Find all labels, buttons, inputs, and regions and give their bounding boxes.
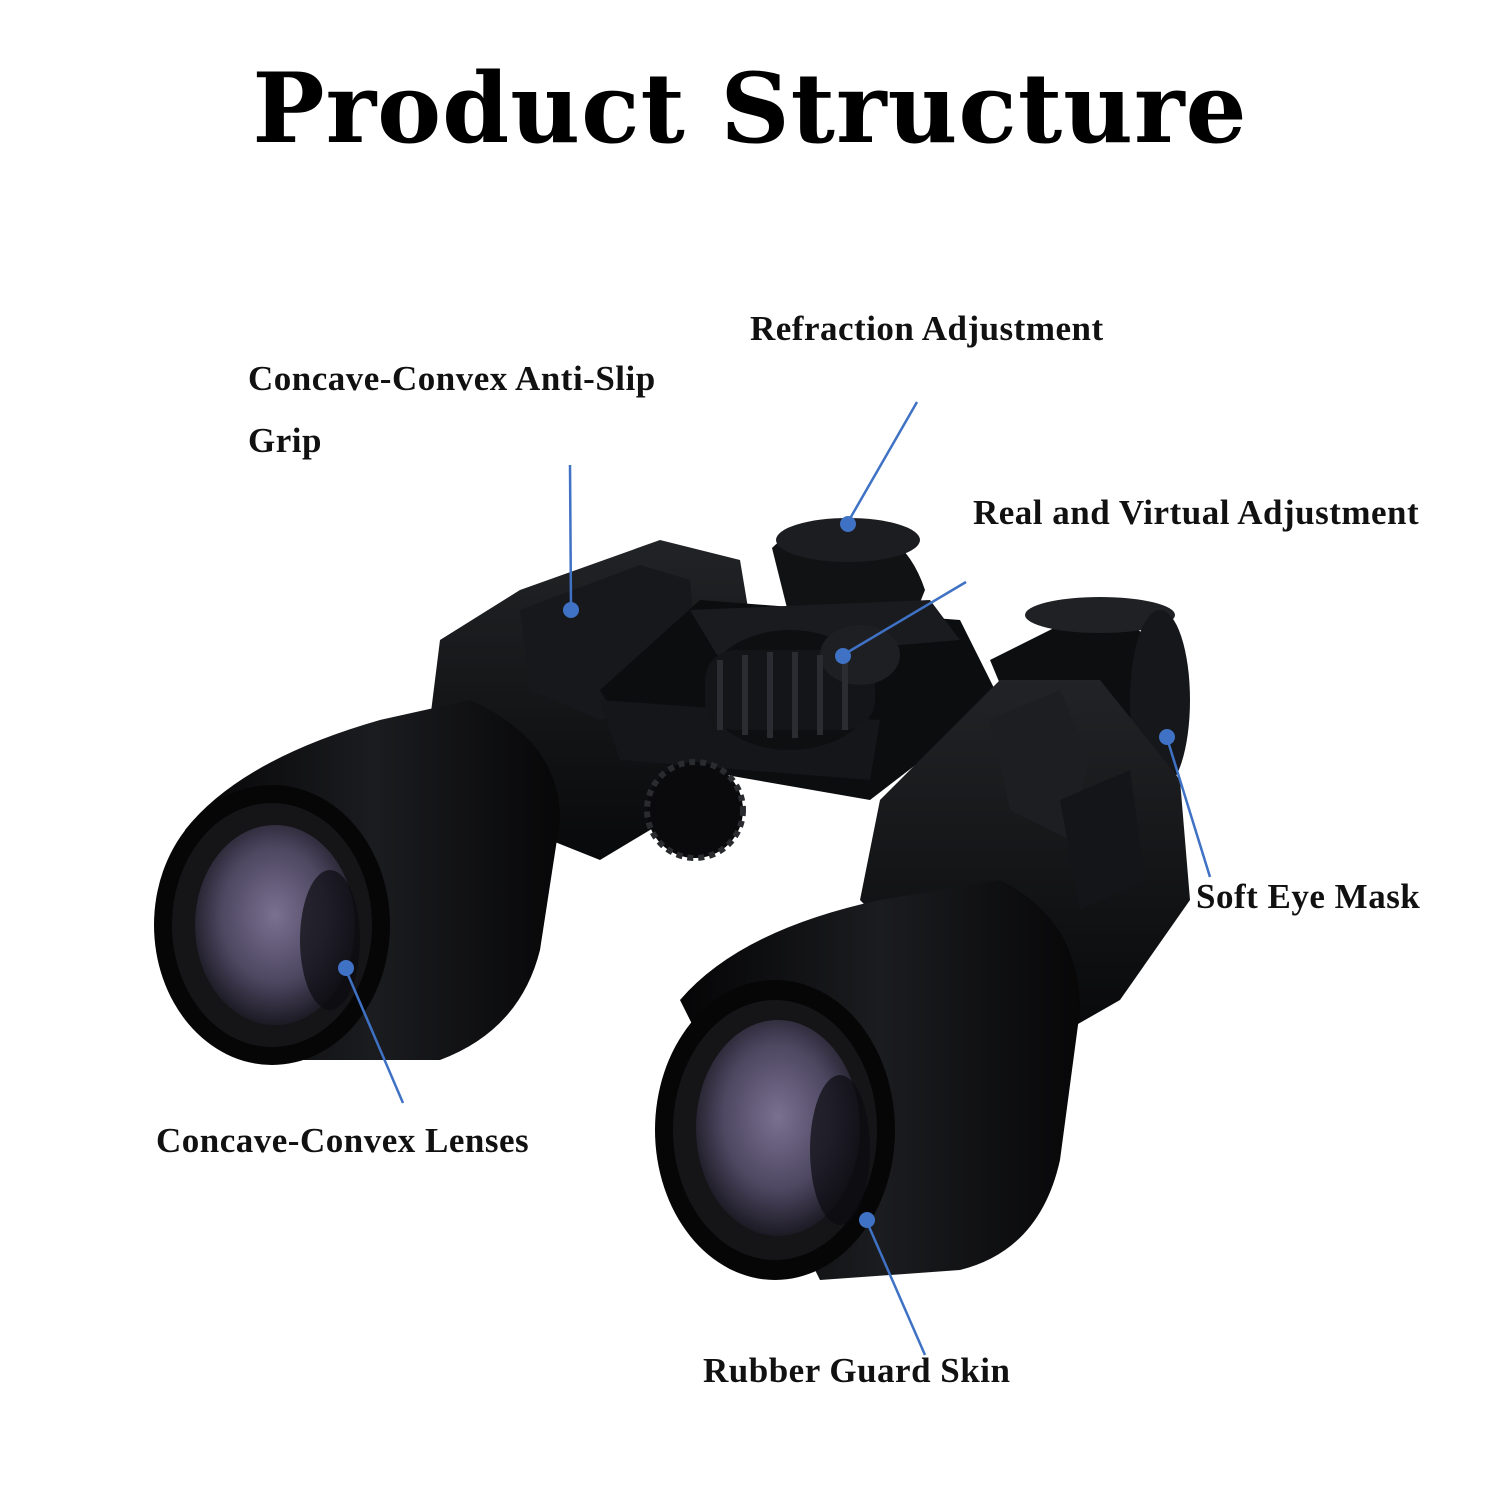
leader-dot-rubber-skin — [859, 1212, 875, 1228]
binoculars — [154, 518, 1190, 1280]
label-rubber-guard-skin: Rubber Guard Skin — [703, 1350, 1010, 1392]
leader-dot-refraction — [840, 516, 856, 532]
leader-dot-eye-mask — [1159, 729, 1175, 745]
leader-dot-grip — [563, 602, 579, 618]
label-anti-slip-grip: Concave-Convex Anti-Slip Grip — [248, 348, 738, 472]
leader-dot-lenses — [338, 960, 354, 976]
hinge-knob — [647, 762, 743, 858]
leader-dot-real-virtual — [835, 648, 851, 664]
label-refraction-adjustment: Refraction Adjustment — [750, 308, 1104, 350]
leader-line-grip — [570, 465, 571, 608]
page-title: Product Structure — [0, 52, 1500, 165]
label-soft-eye-mask: Soft Eye Mask — [1196, 876, 1420, 918]
left-objective-barrel — [154, 700, 560, 1065]
leader-line-refraction — [848, 402, 917, 522]
label-real-virtual-adjustment: Real and Virtual Adjustment — [973, 492, 1419, 534]
label-concave-convex-lenses: Concave-Convex Lenses — [156, 1120, 529, 1162]
